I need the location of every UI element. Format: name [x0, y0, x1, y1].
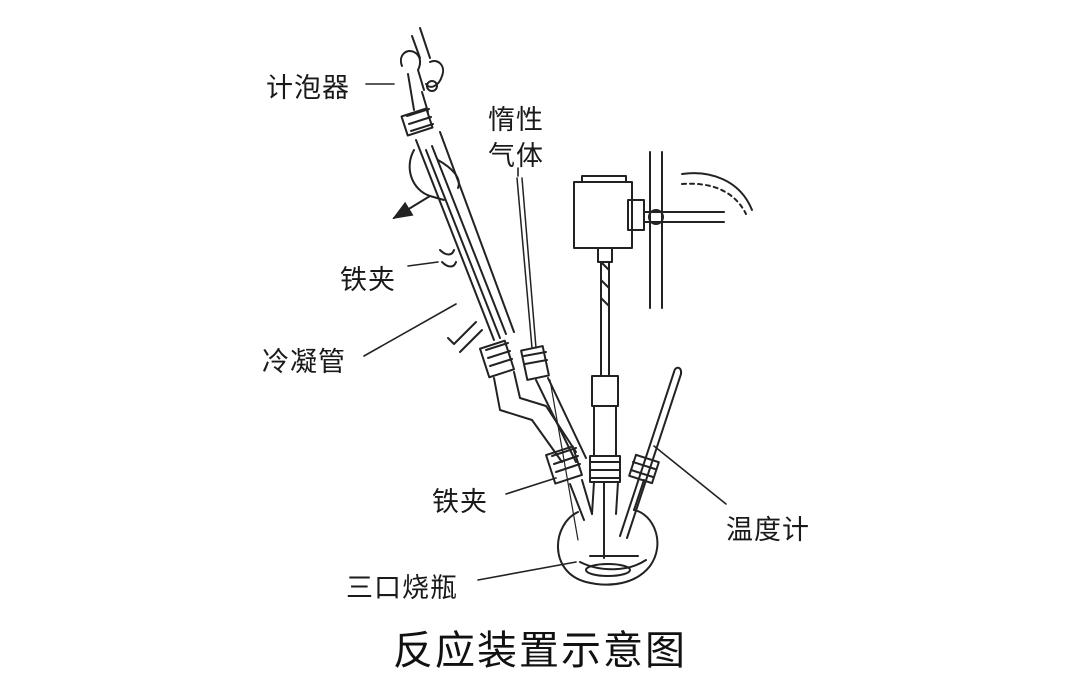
label-inert-gas-1: 惰性 [488, 105, 544, 136]
stirrer-motor-shape [573, 151, 753, 559]
gas-inlet-shape [516, 177, 587, 541]
condenser-shape [392, 131, 577, 463]
leader-lines [363, 83, 727, 581]
label-thermometer: 温度计 [726, 515, 810, 546]
figure-caption: 反应装置示意图 [393, 628, 687, 674]
label-clamp-upper: 铁夹 [340, 265, 396, 296]
label-flask: 三口烧瓶 [346, 573, 458, 604]
label-condenser: 冷凝管 [262, 347, 346, 378]
label-bubbler: 计泡器 [266, 73, 350, 104]
thermometer-shape [619, 366, 683, 539]
label-clamp-lower: 铁夹 [432, 487, 488, 518]
label-inert-gas-2: 气体 [488, 141, 544, 172]
left-neck-shape [545, 445, 593, 521]
flask-shape [557, 479, 659, 586]
bubbler-shape [400, 27, 444, 137]
